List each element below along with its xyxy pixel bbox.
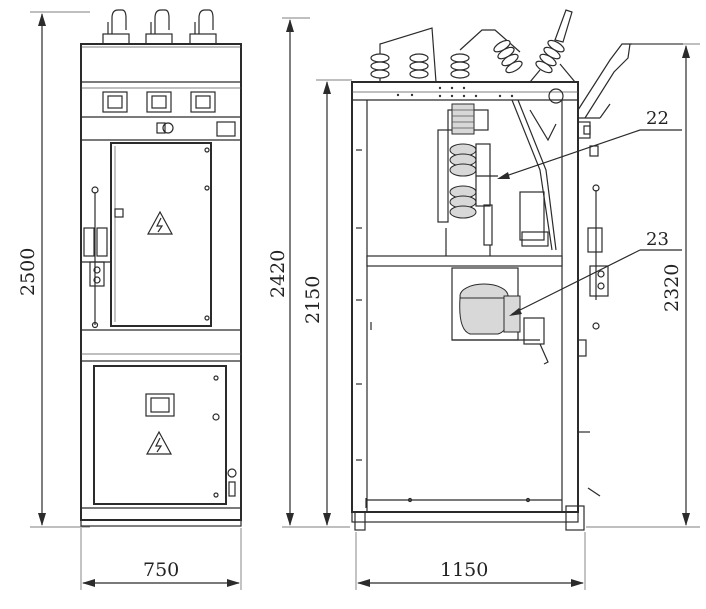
callout-label-22: 22: [646, 108, 669, 129]
current-transformer: [451, 267, 549, 365]
instrument-windows: [102, 91, 216, 113]
side-view: 22 23 1150: [351, 9, 683, 590]
callout-22: 22: [497, 108, 682, 179]
dimension-width-750: 750: [80, 528, 242, 590]
front-view: 750: [80, 9, 242, 590]
dimension-height-2500: 2500: [17, 11, 90, 528]
side-right-mechanism: [577, 121, 609, 497]
callout-label-23: 23: [646, 229, 669, 250]
high-voltage-warning-icon: [145, 430, 173, 455]
dimension-label-750: 750: [143, 559, 179, 581]
right-hood: [577, 43, 683, 119]
dimension-height-2150: 2150: [302, 79, 352, 526]
top-terminals-front: [102, 9, 217, 45]
front-mechanism: [81, 186, 111, 329]
circuit-breaker-assembly: [437, 88, 564, 256]
callout-23: 23: [509, 229, 682, 316]
upper-door: [110, 142, 212, 327]
dimension-height-2420: 2420: [267, 17, 350, 528]
top-beam-holes: [396, 86, 514, 98]
top-insulators: [370, 9, 576, 83]
dimension-label-1150: 1150: [440, 559, 488, 581]
dimension-height-2320: 2320: [586, 43, 700, 528]
dimension-width-1150: 1150: [355, 532, 586, 590]
dimension-label-2150: 2150: [302, 276, 324, 324]
high-voltage-warning-icon: [146, 210, 174, 235]
dimension-label-2420: 2420: [267, 250, 289, 298]
frame-marks: [356, 149, 531, 508]
lower-door: [93, 365, 227, 505]
dimension-label-2320: 2320: [661, 264, 683, 312]
dimension-label-2500: 2500: [17, 248, 39, 296]
front-cabinet-frame: [80, 43, 242, 521]
